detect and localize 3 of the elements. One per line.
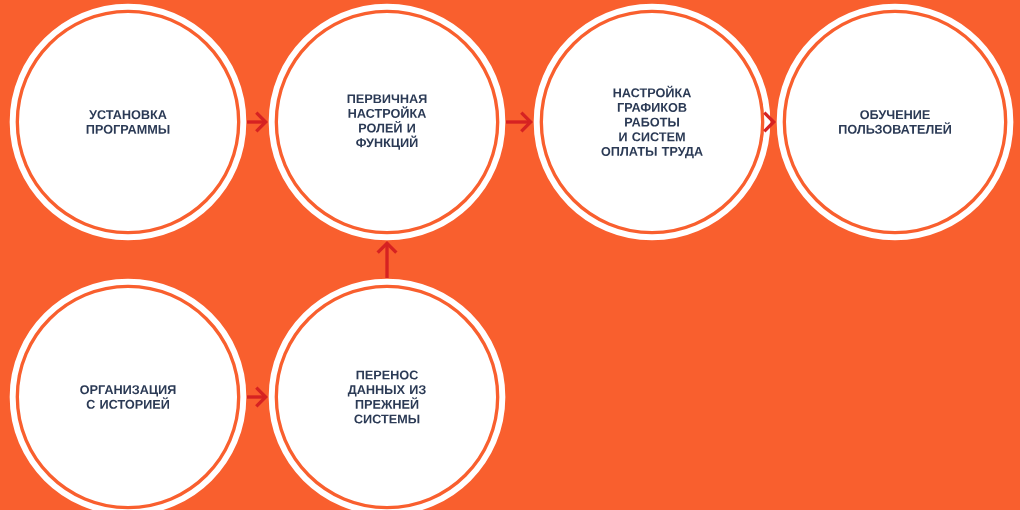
arrow <box>763 111 776 133</box>
arrow <box>506 111 533 133</box>
arrow <box>376 241 398 278</box>
